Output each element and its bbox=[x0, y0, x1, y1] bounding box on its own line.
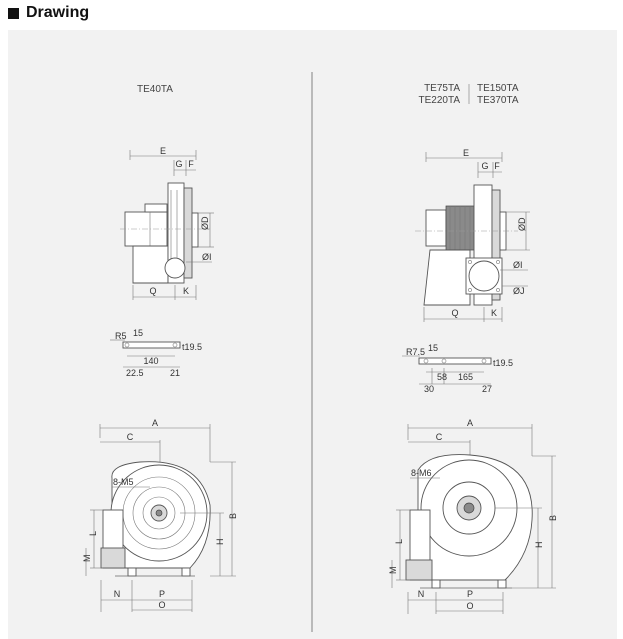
left-front-H: H bbox=[215, 539, 225, 546]
right-dim-J: ØJ bbox=[513, 286, 525, 296]
right-dim-D: ØD bbox=[517, 217, 527, 231]
right-model-2: TE150TA bbox=[477, 83, 519, 94]
left-front-C: C bbox=[127, 432, 134, 442]
right-base-w: 15 bbox=[428, 343, 438, 353]
left-front-M: M bbox=[82, 555, 92, 563]
left-front-view: A C 8-M5 B H L M bbox=[82, 418, 238, 612]
right-model-3: TE220TA bbox=[419, 95, 461, 106]
right-base-b: 27 bbox=[482, 384, 492, 394]
left-base-b: 21 bbox=[170, 368, 180, 378]
left-dim-G: G bbox=[175, 159, 182, 169]
right-model-1: TE75TA bbox=[424, 83, 460, 94]
right-dim-K: K bbox=[491, 308, 497, 318]
square-bullet-icon bbox=[8, 7, 19, 19]
left-side-view: E G F ØD ØI Q K bbox=[120, 146, 214, 300]
right-front-bolt: 8-M6 bbox=[411, 468, 432, 478]
left-dim-D: ØD bbox=[200, 216, 210, 230]
right-base-t: t19.5 bbox=[493, 358, 513, 368]
right-front-A: A bbox=[467, 418, 473, 428]
left-front-B: B bbox=[228, 513, 238, 519]
right-model-labels: TE75TA TE150TA TE220TA TE370TA bbox=[419, 83, 519, 106]
right-model-4: TE370TA bbox=[477, 95, 519, 106]
right-dim-E: E bbox=[463, 148, 469, 158]
left-dim-I: ØI bbox=[202, 252, 212, 262]
left-base-plate: R5 15 t19.5 140 22.5 21 bbox=[110, 328, 202, 378]
right-base-r: R7.5 bbox=[406, 347, 425, 357]
left-dim-K: K bbox=[183, 286, 189, 296]
right-base-a: 30 bbox=[424, 384, 434, 394]
left-dim-E: E bbox=[160, 146, 166, 156]
right-front-O: O bbox=[466, 601, 473, 611]
right-front-L: L bbox=[394, 539, 404, 544]
left-front-O: O bbox=[158, 600, 165, 610]
right-dim-Q: Q bbox=[451, 308, 458, 318]
right-front-P: P bbox=[467, 589, 473, 599]
right-dim-I: ØI bbox=[513, 260, 523, 270]
right-front-C: C bbox=[436, 432, 443, 442]
left-model-label: TE40TA bbox=[137, 84, 173, 95]
right-base-plate: R7.5 15 t19.5 58 165 30 27 bbox=[402, 343, 513, 394]
right-base-p2: 165 bbox=[458, 372, 473, 382]
right-dim-F: F bbox=[494, 161, 500, 171]
left-front-N: N bbox=[114, 589, 121, 599]
right-side-view: E G F ØD ØI ØJ bbox=[415, 148, 530, 322]
left-base-w: 15 bbox=[133, 328, 143, 338]
right-front-N: N bbox=[418, 589, 425, 599]
section-title: Drawing bbox=[26, 4, 90, 21]
section-header: Drawing bbox=[8, 4, 89, 22]
right-base-p1: 58 bbox=[437, 372, 447, 382]
right-front-M: M bbox=[388, 567, 398, 575]
left-front-L: L bbox=[88, 531, 98, 536]
right-front-B: B bbox=[548, 515, 558, 521]
right-dim-G: G bbox=[481, 161, 488, 171]
right-front-H: H bbox=[534, 542, 544, 549]
left-base-a: 22.5 bbox=[126, 368, 144, 378]
left-base-p: 140 bbox=[143, 356, 158, 366]
left-dim-Q: Q bbox=[149, 286, 156, 296]
left-dim-F: F bbox=[188, 159, 194, 169]
left-front-A: A bbox=[152, 418, 158, 428]
left-base-t: t19.5 bbox=[182, 342, 202, 352]
left-front-bolt: 8-M5 bbox=[113, 477, 134, 487]
left-base-r: R5 bbox=[115, 331, 127, 341]
left-front-P: P bbox=[159, 589, 165, 599]
right-front-view: A C 8-M6 B H L M bbox=[388, 418, 558, 614]
